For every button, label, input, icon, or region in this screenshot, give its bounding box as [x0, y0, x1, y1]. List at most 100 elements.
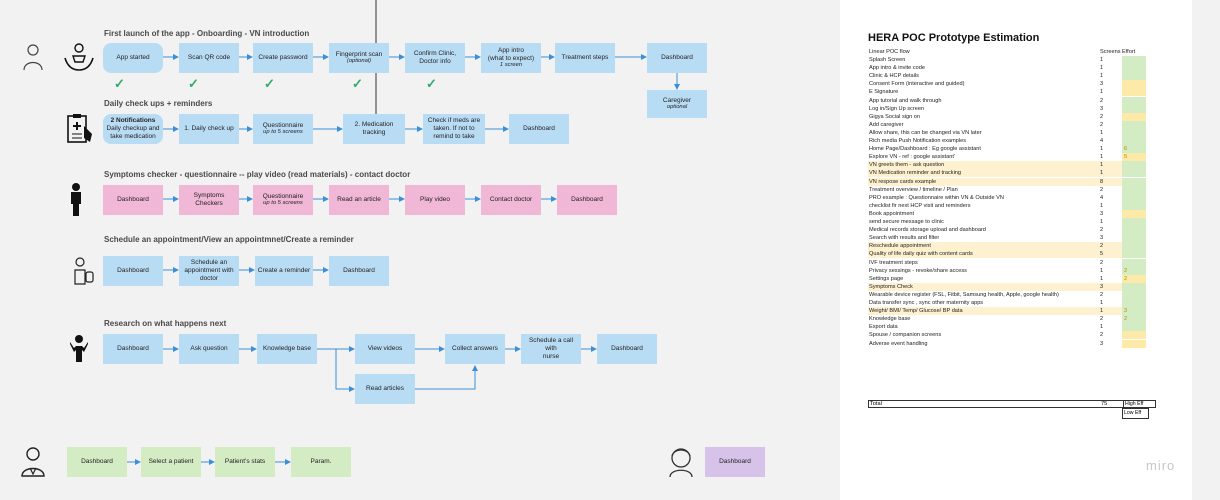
- node-confirm-clinic[interactable]: Confirm Clinic,Doctor info: [405, 43, 465, 73]
- row-effort-cell: [1122, 120, 1146, 129]
- node-app-intro[interactable]: App intro(what to expect)1 screen: [481, 43, 541, 73]
- row-screens: 2: [1100, 259, 1104, 266]
- node-view-videos[interactable]: View videos: [355, 334, 415, 364]
- node-patient-stats[interactable]: Patient's stats: [215, 447, 275, 477]
- node-create-reminder[interactable]: Create a reminder: [255, 256, 313, 286]
- row-screens: 2: [1100, 97, 1104, 104]
- node-treatment-steps[interactable]: Treatment steps: [555, 43, 615, 73]
- sheet-row: PRO example : Questionnaire within VN & …: [868, 193, 1146, 202]
- legend-low: Low Eff: [1122, 408, 1149, 419]
- row-label: Reschedule appointment: [869, 243, 931, 250]
- node-dashboard-1[interactable]: Dashboard: [647, 43, 707, 73]
- row-label: Knowledge base: [869, 316, 911, 323]
- legend-high: High Eff: [1123, 401, 1158, 407]
- row-screens: 1: [1100, 73, 1104, 80]
- node-dashboard-8[interactable]: Dashboard: [597, 334, 657, 364]
- node-app-started[interactable]: App started: [103, 43, 163, 73]
- row-label: Gigya Social sign on: [869, 113, 920, 120]
- row-screens: 3: [1100, 210, 1104, 217]
- row-screens: 3: [1100, 340, 1104, 347]
- node-play-video[interactable]: Play video: [405, 185, 465, 215]
- row-label: Symptoms Check: [869, 283, 913, 290]
- row-effort-cell: [1122, 282, 1146, 291]
- node-daily-check-up[interactable]: 1. Daily check up: [179, 114, 239, 144]
- row-screens: 4: [1100, 138, 1104, 144]
- node-dashboard-patient[interactable]: Dashboard: [705, 447, 765, 477]
- node-fingerprint-scan[interactable]: Fingerprint scan(optional): [329, 43, 389, 73]
- sheet-row: checklist fir next HCP visit and reminde…: [868, 201, 1146, 210]
- row-label: Privacy sessings - revoke/share access: [869, 267, 967, 274]
- node-dashboard-4[interactable]: Dashboard: [557, 185, 617, 215]
- connectors: [127, 0, 680, 465]
- row-effort-cell: [1122, 234, 1146, 243]
- node-dashboard-5[interactable]: Dashboard: [103, 256, 163, 286]
- node-read-article[interactable]: Read an article: [329, 185, 389, 215]
- row-screens: 1: [1100, 324, 1104, 331]
- row-label: Spouse / companion screens: [869, 332, 942, 339]
- row-effort-cell: [1122, 209, 1146, 218]
- node-param[interactable]: Param.: [291, 447, 351, 477]
- row-screens: 1: [1100, 57, 1104, 63]
- row-effort-cell: [1122, 339, 1146, 348]
- row-label: Allow share, this can be changed via VN …: [869, 129, 982, 136]
- node-dashboard-doctor[interactable]: Dashboard: [67, 447, 127, 477]
- col-flow-header: Linear POC flow: [869, 49, 910, 55]
- node-read-articles[interactable]: Read articles: [355, 374, 415, 404]
- row-effort-cell: [1122, 177, 1146, 186]
- row-label: Adverse event handling: [869, 340, 928, 347]
- node-create-password[interactable]: Create password: [253, 43, 313, 73]
- flow5-title: Research on what happens next: [104, 319, 227, 328]
- row-effort-cell: [1122, 145, 1146, 154]
- row-screens: 1: [1100, 170, 1104, 177]
- node-scan-qr-code[interactable]: Scan QR code: [179, 43, 239, 73]
- row-effort-cell: [1122, 266, 1146, 275]
- node-dashboard-7[interactable]: Dashboard: [103, 334, 163, 364]
- row-effort-value: 3: [1124, 308, 1128, 315]
- row-label: VN greets them - ask question: [869, 162, 945, 169]
- node-ask-question[interactable]: Ask question: [179, 334, 239, 364]
- node-collect-answers[interactable]: Collect answers: [445, 334, 505, 364]
- node-select-patient[interactable]: Select a patient: [141, 447, 201, 477]
- clipboard-cross-icon: [67, 114, 92, 143]
- row-effort-cell: [1122, 185, 1146, 194]
- row-effort-cell: [1122, 258, 1146, 267]
- row-screens: 1: [1100, 154, 1104, 161]
- row-effort-cell: [1122, 218, 1146, 226]
- row-effort-cell: [1122, 56, 1146, 64]
- row-label: Log in/Sign Up screen: [869, 105, 925, 112]
- total-row: Total 75 High Eff: [868, 400, 1156, 408]
- row-effort-value: 5: [1124, 154, 1128, 161]
- row-effort-cell: [1122, 226, 1146, 235]
- node-dashboard-2[interactable]: Dashboard: [509, 114, 569, 144]
- row-screens: 3: [1100, 81, 1104, 88]
- node-contact-doctor[interactable]: Contact doctor: [481, 185, 541, 215]
- row-label: Quality of life daily quiz with content …: [869, 251, 973, 258]
- node-dashboard-6[interactable]: Dashboard: [329, 256, 389, 286]
- node-dashboard-3[interactable]: Dashboard: [103, 185, 163, 215]
- sheet-row: Wearable device register (FSL, Fitbit, S…: [868, 290, 1146, 299]
- node-knowledge-base[interactable]: Knowledge base: [257, 334, 317, 364]
- sheet-row: Consent Form (interactive and guided)3: [868, 80, 1146, 89]
- row-effort-cell: [1122, 161, 1146, 170]
- total-label: Total: [870, 401, 882, 407]
- flow1-title: First launch of the app - Onboarding - V…: [104, 29, 310, 38]
- check-icon: ✓: [426, 76, 437, 91]
